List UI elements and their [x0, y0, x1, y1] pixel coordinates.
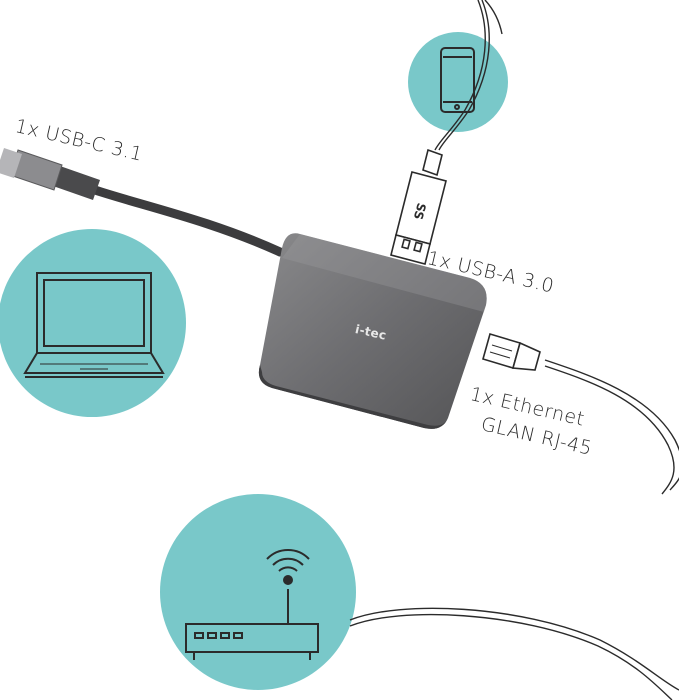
usb-c-plug-icon — [0, 148, 100, 200]
svg-text:SS: SS — [411, 201, 429, 221]
usb-c-cable — [90, 185, 285, 257]
laptop-icon — [23, 272, 165, 378]
rj45-plug-icon — [482, 332, 541, 371]
smartphone-circle — [408, 32, 508, 132]
phone-cable — [434, 0, 486, 151]
router-cable — [349, 607, 679, 691]
usb-a-plug-icon: SS — [390, 148, 447, 265]
router-circle — [160, 494, 356, 690]
router-icon — [185, 549, 319, 660]
ethernet-cable — [544, 359, 679, 491]
laptop-circle — [0, 229, 186, 417]
smartphone-icon — [440, 47, 475, 113]
usb-hub — [258, 233, 487, 429]
